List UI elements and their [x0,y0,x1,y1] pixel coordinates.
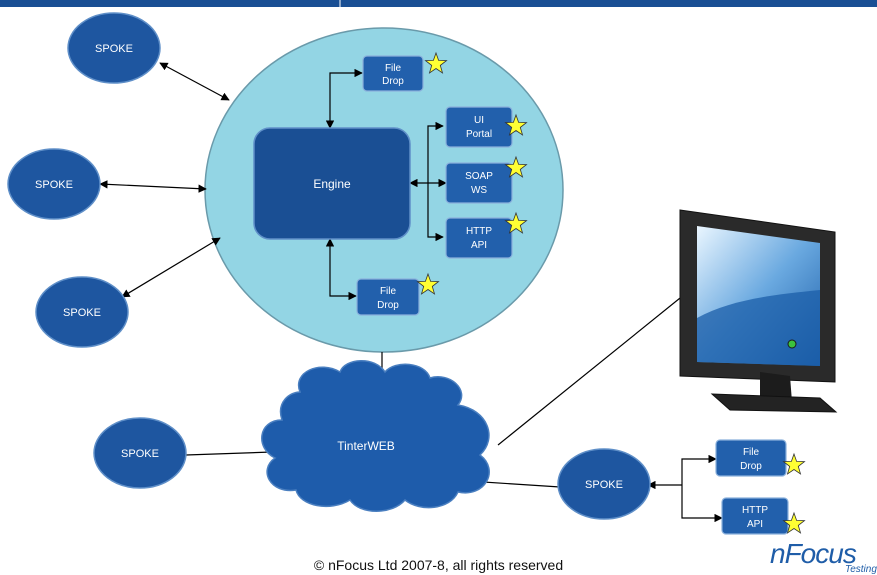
star-icon [782,511,806,534]
star-icon [504,113,528,136]
monitor-icon [679,209,838,413]
file-drop-box: File Drop [362,55,424,92]
cloud-node: TinterWEB [261,360,490,512]
spoke-node: SPOKE [557,448,651,520]
http-api-line1: HTTP [742,505,768,516]
brand-logo: nFocus [770,538,857,569]
ui-portal-line2: Portal [466,129,492,140]
cloud-label: TinterWEB [337,439,395,453]
connectors [99,62,723,523]
ui-portal-box: UI Portal [445,106,513,148]
brand-tagline: Testing [845,564,877,575]
file-drop-box: File Drop [715,439,787,477]
star-icon [424,51,448,74]
http-api-box: HTTP API [721,497,789,535]
spoke-label: SPOKE [95,43,133,55]
spoke-node: SPOKE [35,276,129,348]
file-drop-line2: Drop [377,300,399,311]
engine-node: Engine [253,127,411,240]
http-api-line2: API [471,240,487,251]
http-api-line2: API [747,519,763,530]
star-icon [504,155,528,178]
file-drop-line2: Drop [740,461,762,472]
spoke-label: SPOKE [63,307,101,319]
soap-ws-line2: WS [471,185,487,196]
http-api-box: HTTP API [445,217,513,259]
file-drop-box: File Drop [356,278,420,316]
header-bar [0,0,877,7]
star-icon [504,211,528,234]
file-drop-line1: File [385,63,402,74]
soap-ws-line1: SOAP [465,171,493,182]
star-icon [782,452,806,475]
file-drop-line1: File [380,286,397,297]
http-api-line1: HTTP [466,226,492,237]
engine-label: Engine [313,177,351,191]
file-drop-line2: Drop [382,76,404,87]
spoke-label: SPOKE [35,179,73,191]
copyright-text: © nFocus Ltd 2007-8, all rights reserved [313,557,564,573]
spoke-label: SPOKE [585,479,623,491]
soap-ws-box: SOAP WS [445,162,513,204]
spoke-node: SPOKE [67,12,161,84]
spoke-node: SPOKE [93,417,187,489]
ui-portal-line1: UI [474,115,484,126]
spoke-node: SPOKE [7,148,101,220]
spoke-label: SPOKE [121,448,159,460]
star-icon [416,272,440,295]
file-drop-line1: File [743,447,760,458]
